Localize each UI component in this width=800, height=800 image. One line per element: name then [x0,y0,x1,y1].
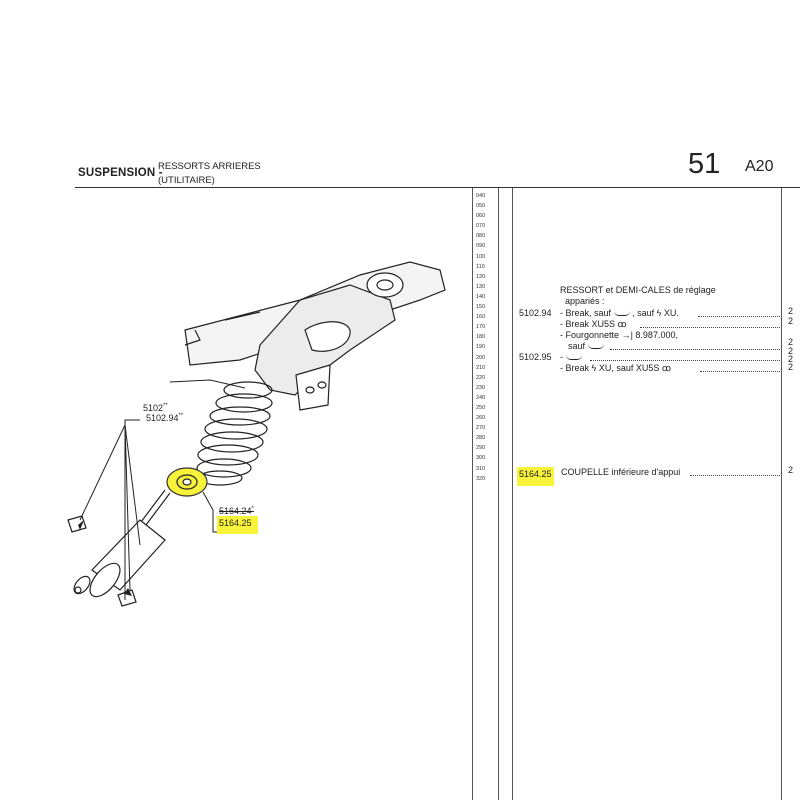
column-line-1 [472,188,473,800]
desc-5164-25: COUPELLE inférieure d'appui [561,467,681,477]
line-fourgonnette-num: 8.987.000, [635,330,678,340]
qty-2: 2 [788,316,794,326]
line-number: 100 [476,253,486,260]
line-sauf-text: sauf [568,341,586,351]
ref-5164-25: 5164.25 [517,467,554,486]
column-line-2 [498,188,499,800]
section-subtitle: RESSORTS ARRIERES (UTILITAIRE) [158,160,261,188]
line-number: 300 [476,455,486,462]
line-dash-text: - [560,352,563,362]
page-number: 51 [688,148,721,180]
callout-5102-94: 5102.94** [146,413,184,423]
line-number: 200 [476,354,486,361]
ref-5102-94: 5102.94 [519,308,552,318]
dot-leader [690,468,780,476]
dot-leader [610,342,780,350]
qty-1: 2 [788,306,794,316]
callout-5164-24: 5164.24* [219,506,254,516]
group-title-2: appariés : [565,296,605,306]
qty-5: 2 [788,354,794,364]
qty-3: 2 [788,337,794,347]
line-number: 270 [476,425,486,432]
line-break2: - Break ϟ XU, sauf XU5S ꝏ [560,363,671,374]
line-number: 320 [476,475,486,482]
coil-spring [196,381,273,486]
column-line-3 [512,188,513,800]
dot-leader [590,353,780,361]
qty-6: 2 [788,362,794,372]
line-number: 060 [476,213,486,220]
dot-leader [640,320,780,328]
line-break-xu5s-text: - Break XU5S [560,319,616,329]
line-number: 290 [476,445,486,452]
line-sauf: sauf [568,341,604,351]
line-number: 070 [476,223,486,230]
line-number: 190 [476,344,486,351]
symbol-icon [613,311,630,316]
qty-7: 2 [788,465,794,475]
upper-cup [67,515,87,533]
line-number: 120 [476,273,486,280]
dot-leader [700,364,780,372]
line-dash: - [560,352,582,362]
line-number: 180 [476,334,486,341]
line-break2-text-b: XU, sauf XU5S [598,363,660,373]
lightning-icon: ϟ [591,363,597,373]
symbol-icon [587,344,604,349]
line-break-text-b: , sauf [632,308,655,318]
group-title-1: RESSORT et DEMI-CALES de réglage [560,285,716,295]
line-number: 240 [476,394,486,401]
line-number: 280 [476,435,486,442]
line-break2-text: - Break [560,363,590,373]
line-number: 160 [476,314,486,321]
line-fourgonnette-text: - Fourgonnette [560,330,620,340]
line-number: 140 [476,293,486,300]
filter-icon: ꝏ [661,363,672,373]
page-code: A20 [745,158,774,175]
line-break-xu5s: - Break XU5S ꝏ [560,319,627,330]
line-number: 220 [476,374,486,381]
line-number: 260 [476,415,486,422]
line-number: 310 [476,465,486,472]
line-number: 150 [476,304,486,311]
line-number: 050 [476,203,486,210]
ref-5102-95: 5102.95 [519,352,552,362]
line-number: 170 [476,324,486,331]
section-title: SUSPENSION - [78,167,163,179]
line-number: 210 [476,364,486,371]
axle-bushing [366,272,404,298]
symbol-icon [565,355,582,360]
callout-5102: 5102** [143,403,168,413]
filter-icon: ꝏ [617,319,627,329]
line-number: 080 [476,233,486,240]
qty-4: 2 [788,346,794,356]
line-number: 090 [476,243,486,250]
line-number: 230 [476,384,486,391]
dot-leader [698,309,780,317]
header-rule [75,187,800,188]
line-break-text-c: XU. [663,308,679,318]
line-number: 110 [476,263,485,270]
subtitle-line-2: (UTILITAIRE) [158,175,215,186]
subtitle-line-1: RESSORTS ARRIERES [158,161,261,172]
line-number: 250 [476,404,486,411]
callout-5164-25: 5164.25 [217,516,258,534]
line-break-sauf: - Break, sauf , sauf ϟ XU. [560,308,679,318]
lightning-icon: ϟ [656,308,662,318]
line-fourgonnette: - Fourgonnette →| 8.987.000, [560,330,678,340]
line-number: 040 [476,193,486,199]
line-number-column: 040 050 060 070 080 090 100 110 120 130 140 150 160 1… [476,191,496,484]
column-line-4 [781,188,782,800]
line-break-text: - Break, sauf [560,308,612,318]
arrow-to-icon: →| [621,330,633,340]
line-number: 130 [476,283,486,290]
